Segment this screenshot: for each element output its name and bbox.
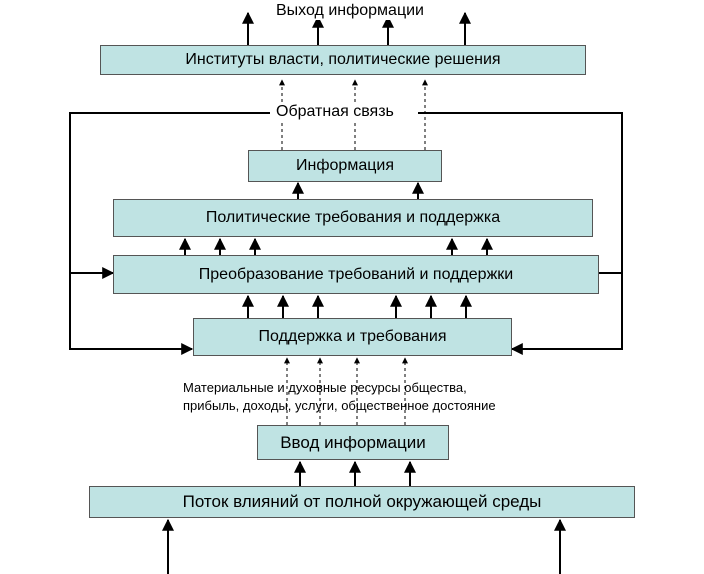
output-label: Выход информации	[276, 2, 424, 20]
resources-line-2: прибыль, доходы, услуги, общественное до…	[183, 398, 496, 413]
output-arrows	[242, 11, 471, 45]
environment-box: Поток влияний от полной окружающей среды	[89, 486, 635, 518]
arrows-environment-to-input	[294, 460, 416, 486]
arrows-transformation-to-demands	[179, 237, 493, 255]
transformation-box: Преобразование требований и поддержки	[113, 255, 599, 294]
dashed-resources-to-support	[284, 357, 408, 425]
resources-line-1: Материальные и духовные ресурсы общества…	[183, 380, 467, 395]
inflow-arrows	[162, 518, 566, 574]
information-box: Информация	[248, 150, 442, 182]
arrows-demands-to-info	[292, 181, 424, 199]
arrows-support-to-transformation	[242, 294, 472, 318]
feedback-label: Обратная связь	[272, 103, 398, 121]
support-box: Поддержка и требования	[193, 318, 512, 356]
input-box: Ввод информации	[257, 425, 449, 460]
political-demands-box: Политические требования и поддержка	[113, 199, 593, 237]
institutions-box: Институты власти, политические решения	[100, 45, 586, 75]
